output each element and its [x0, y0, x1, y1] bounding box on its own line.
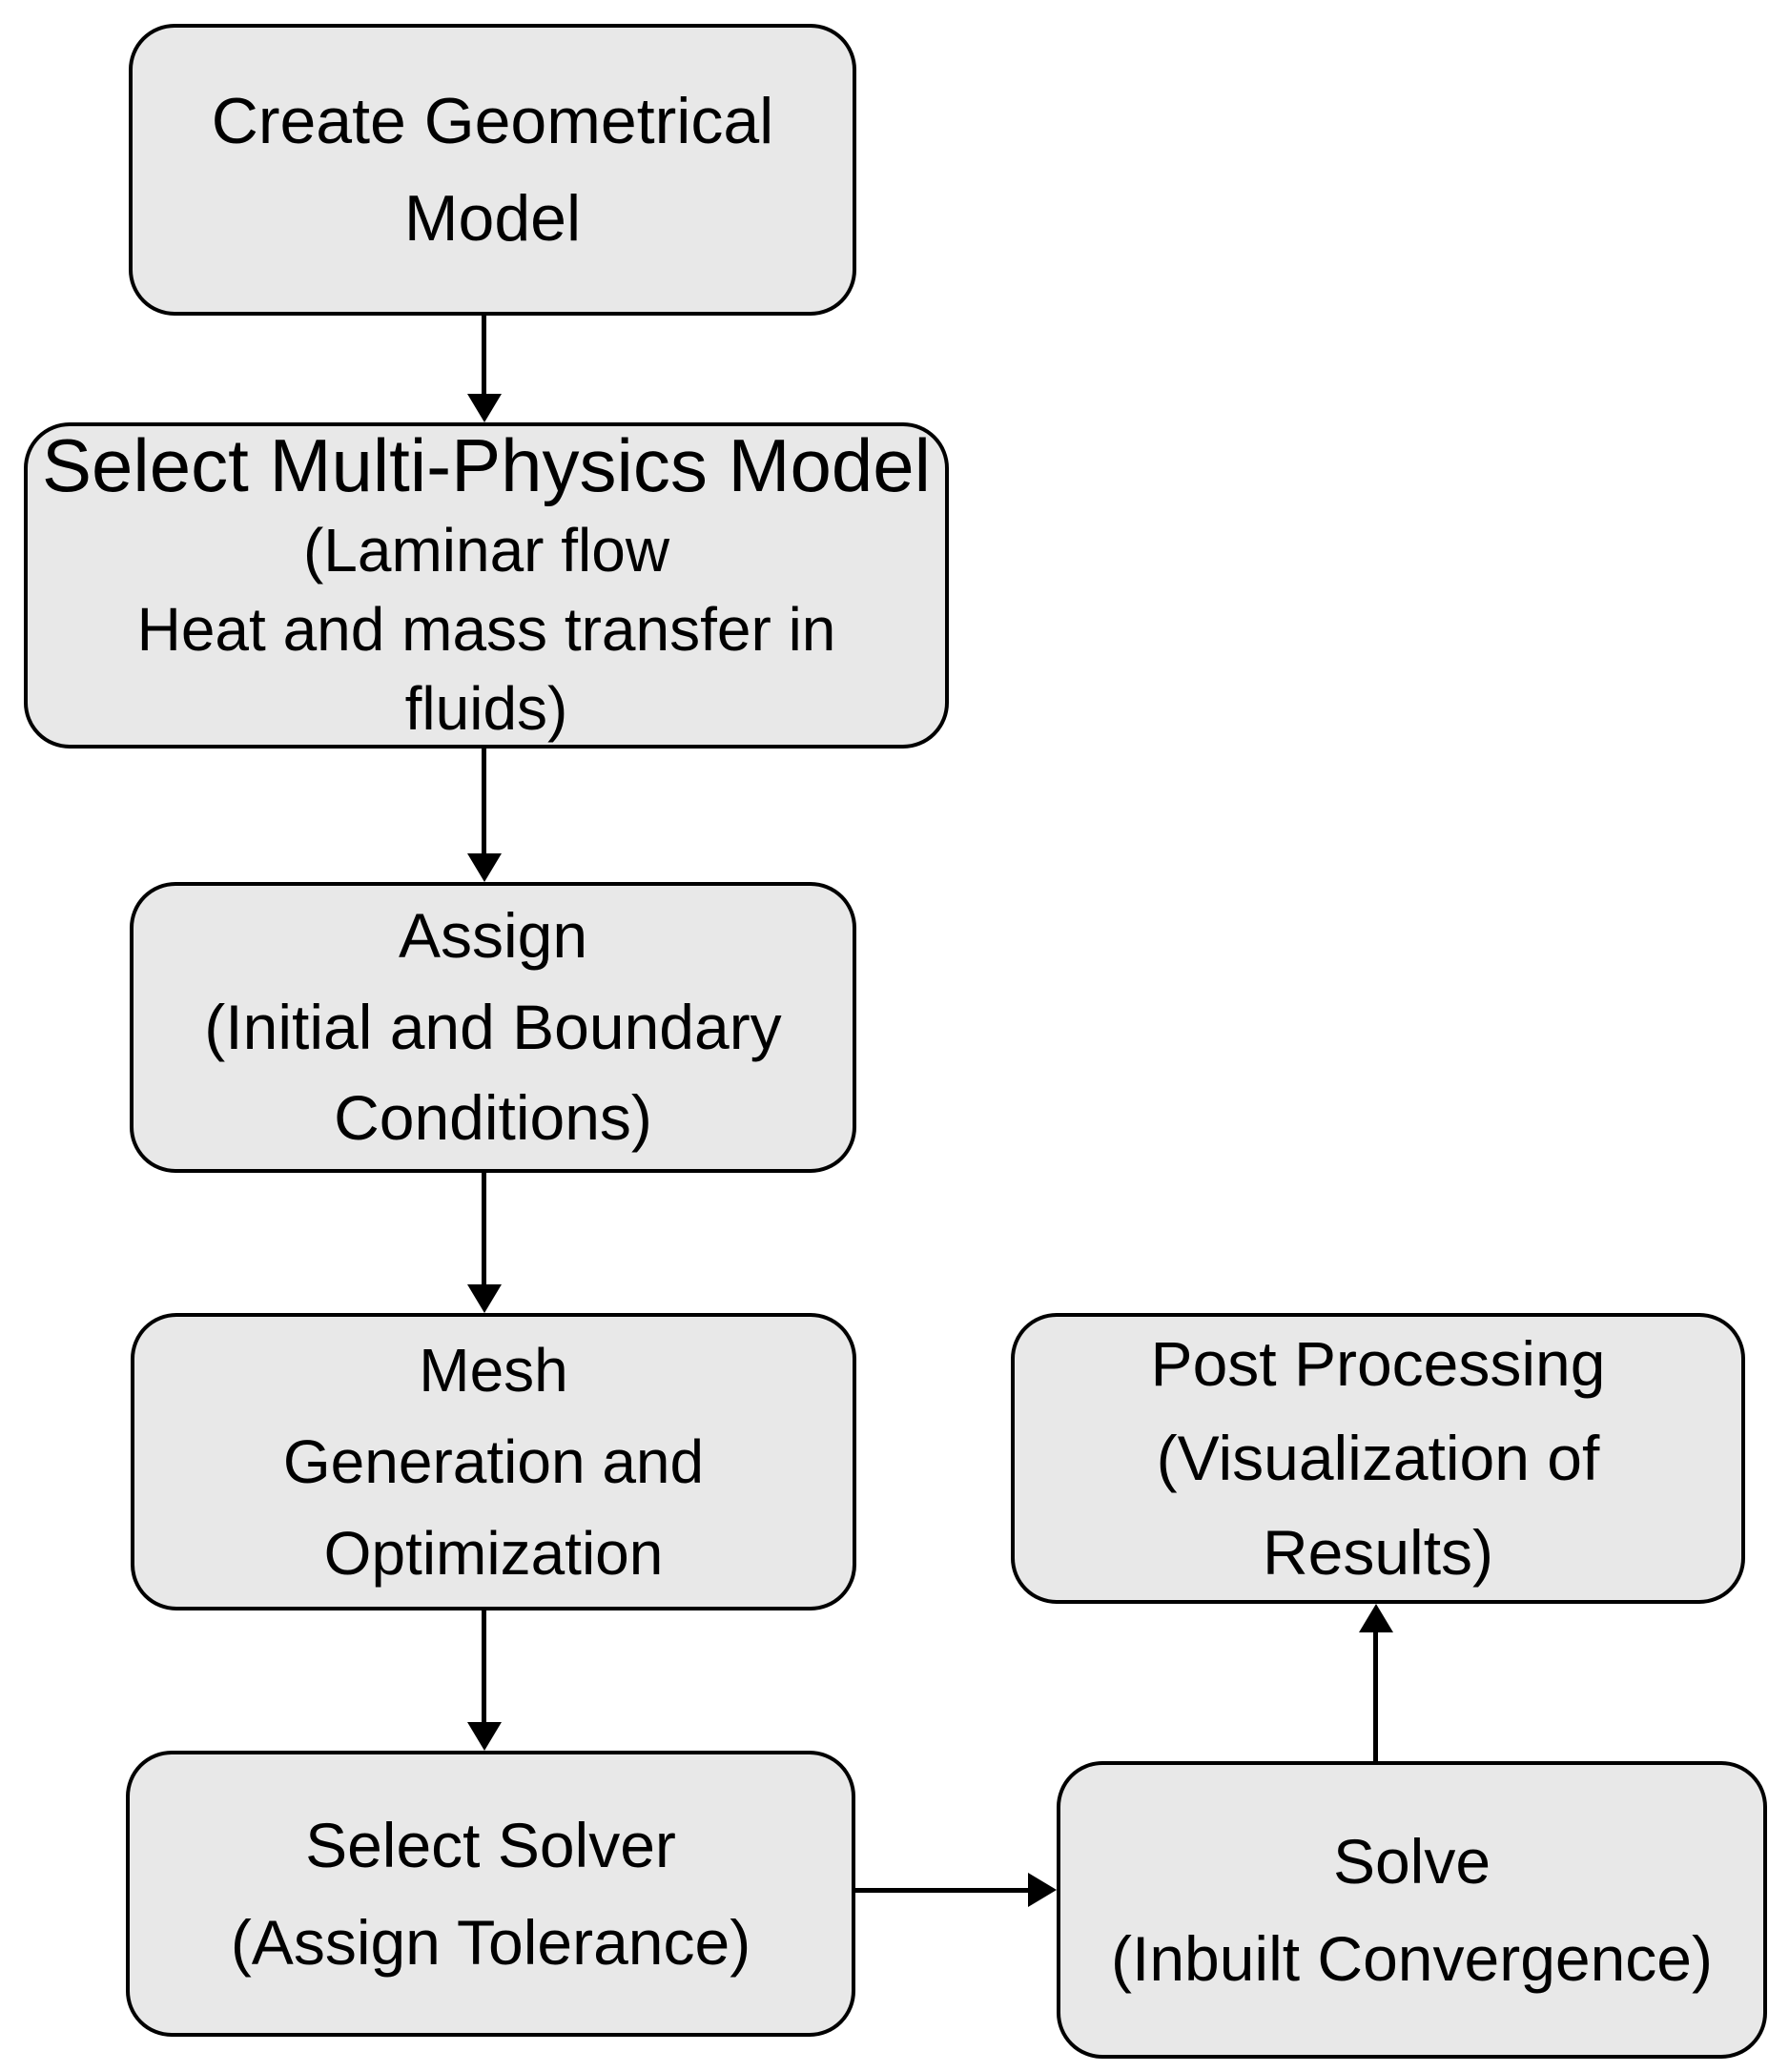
node-line: Mesh — [419, 1336, 568, 1405]
arrowhead-up-icon — [1359, 1604, 1393, 1632]
arrow-shaft — [1373, 1632, 1378, 1761]
node-create-geometrical-model: Create Geometrical Model — [129, 24, 856, 316]
node-line: Post Processing — [1150, 1328, 1606, 1399]
node-select-multiphysics-model: Select Multi-Physics Model (Laminar flow… — [24, 422, 949, 749]
node-line: Create Geometrical — [211, 85, 774, 157]
node-line: Model — [403, 182, 582, 255]
arrow-shaft — [482, 1610, 486, 1722]
node-line: Optimization — [323, 1519, 664, 1588]
node-line: (Assign Tolerance) — [230, 1907, 751, 1978]
node-solve: Solve (Inbuilt Convergence) — [1057, 1761, 1767, 2059]
arrowhead-right-icon — [1028, 1873, 1057, 1907]
node-mesh: Mesh Generation and Optimization — [131, 1313, 856, 1610]
node-line: Heat and mass transfer in — [136, 595, 836, 665]
node-line: Results) — [1262, 1517, 1494, 1588]
node-line: Generation and — [282, 1427, 705, 1496]
node-select-solver: Select Solver (Assign Tolerance) — [126, 1751, 855, 2037]
node-post-processing: Post Processing (Visualization of Result… — [1011, 1313, 1745, 1604]
arrowhead-down-icon — [467, 1284, 502, 1313]
node-line: Solve — [1332, 1825, 1491, 1897]
node-line: Select Solver — [305, 1809, 676, 1880]
node-line: fluids) — [404, 674, 568, 744]
arrow-shaft — [482, 749, 486, 853]
node-line: (Visualization of — [1156, 1423, 1600, 1493]
node-assign: Assign (Initial and Boundary Conditions) — [130, 882, 856, 1173]
arrow-shaft — [482, 316, 486, 394]
node-line: (Laminar flow — [302, 516, 670, 585]
node-line: Conditions) — [334, 1082, 652, 1154]
node-line: (Inbuilt Convergence) — [1111, 1923, 1713, 1994]
arrowhead-down-icon — [467, 1722, 502, 1751]
node-line: Select Multi-Physics Model — [42, 423, 931, 508]
arrowhead-down-icon — [467, 394, 502, 422]
node-line: Assign — [398, 899, 588, 971]
arrow-shaft — [855, 1888, 1028, 1893]
node-line: (Initial and Boundary — [204, 991, 782, 1062]
arrowhead-down-icon — [467, 853, 502, 882]
arrow-shaft — [482, 1173, 486, 1284]
